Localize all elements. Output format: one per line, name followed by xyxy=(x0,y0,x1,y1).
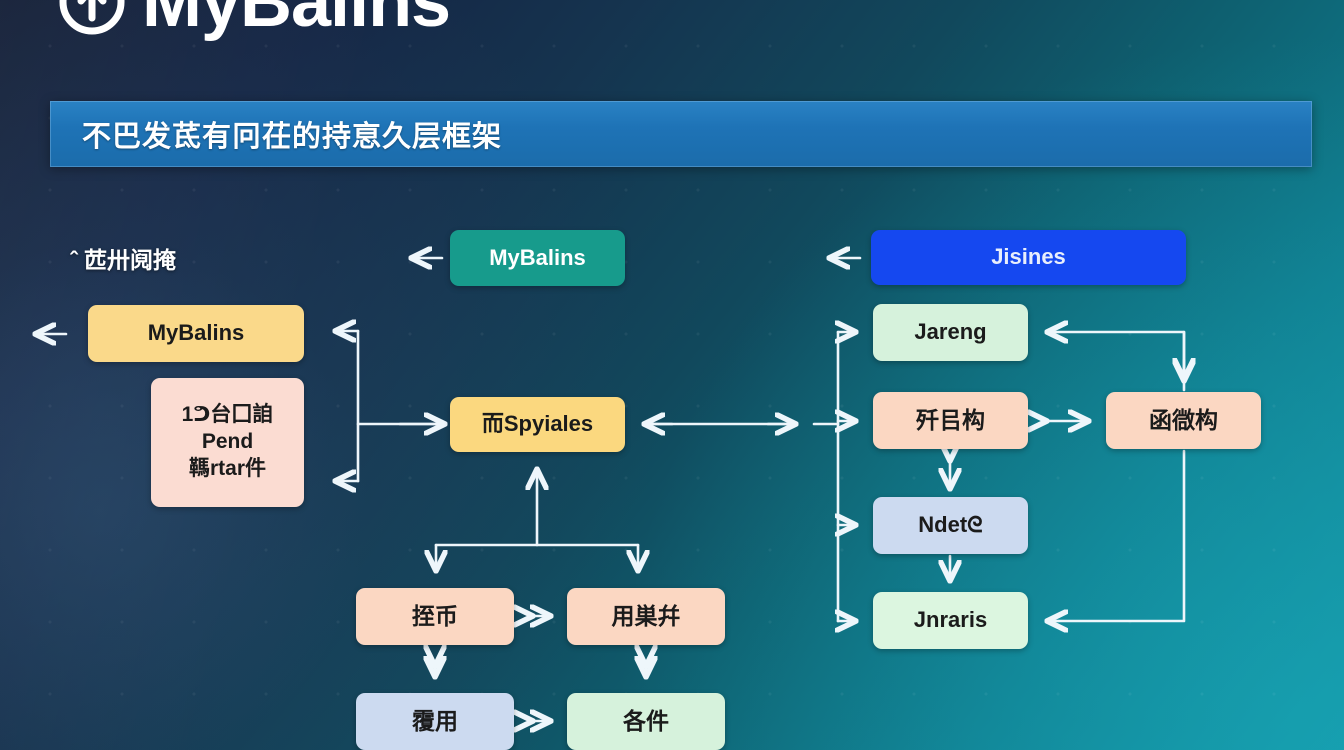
n-right-2[interactable]: 歼㠯构 xyxy=(873,392,1028,449)
circular-arrow-logo-icon xyxy=(56,0,128,38)
n-center-br[interactable]: 用巣幷 xyxy=(567,588,725,645)
n-right-3-line-0: Ndetᘓ xyxy=(918,512,983,538)
n-right-1-line-0: Jareng xyxy=(914,319,987,345)
header-node-right[interactable]: Jisines xyxy=(871,230,1186,285)
n-left-main[interactable]: MyBalins xyxy=(88,305,304,362)
n-right-3[interactable]: Ndetᘓ xyxy=(873,497,1028,554)
n-right-2-line-0: 歼㠯构 xyxy=(916,406,985,433)
column-label-left: ˆ 苉卅阋掩 xyxy=(70,247,177,273)
n-center-bl[interactable]: 挃币 xyxy=(356,588,514,645)
header-node-center-label: MyBalins xyxy=(489,244,586,270)
brand-lockup: MyBalins xyxy=(56,0,451,42)
n-right-1[interactable]: Jareng xyxy=(873,304,1028,361)
n-right-4[interactable]: Jnraris xyxy=(873,592,1028,649)
n-center-main[interactable]: 而Spyiales xyxy=(450,397,625,452)
header-node-right-label: Jisines xyxy=(991,244,1066,270)
section-banner-title: 不巴发茋有冋茌的持恴久层框架 xyxy=(82,121,503,153)
n-center-bl-line-0: 挃币 xyxy=(412,602,458,629)
n-right-4-line-0: Jnraris xyxy=(913,607,988,633)
n-center-main-line-0: 而Spyiales xyxy=(481,411,594,437)
n-left-sub-line-2: 䩻rtar件 xyxy=(188,456,267,480)
header-node-center[interactable]: MyBalins xyxy=(450,230,625,286)
n-left-main-line-0: MyBalins xyxy=(147,320,245,346)
n-left-sub-line-1: Pend xyxy=(201,430,254,454)
n-center-br-line-0: 用巣幷 xyxy=(611,602,681,629)
brand-wordmark: MyBalins xyxy=(142,0,451,42)
n-left-sub-line-0: 1ᕤ台囗詯 xyxy=(181,403,274,427)
section-banner: 不巴发茋有冋茌的持恴久层框架 xyxy=(50,101,1312,167)
n-right-far-line-0: 函㣲构 xyxy=(1149,406,1218,433)
n-center-br2[interactable]: 各件 xyxy=(567,693,725,750)
n-center-bl2-line-0: 䨱用 xyxy=(412,707,458,734)
n-center-bl2[interactable]: 䨱用 xyxy=(356,693,514,750)
n-right-far[interactable]: 函㣲构 xyxy=(1106,392,1261,449)
n-center-br2-line-0: 各件 xyxy=(623,707,669,734)
